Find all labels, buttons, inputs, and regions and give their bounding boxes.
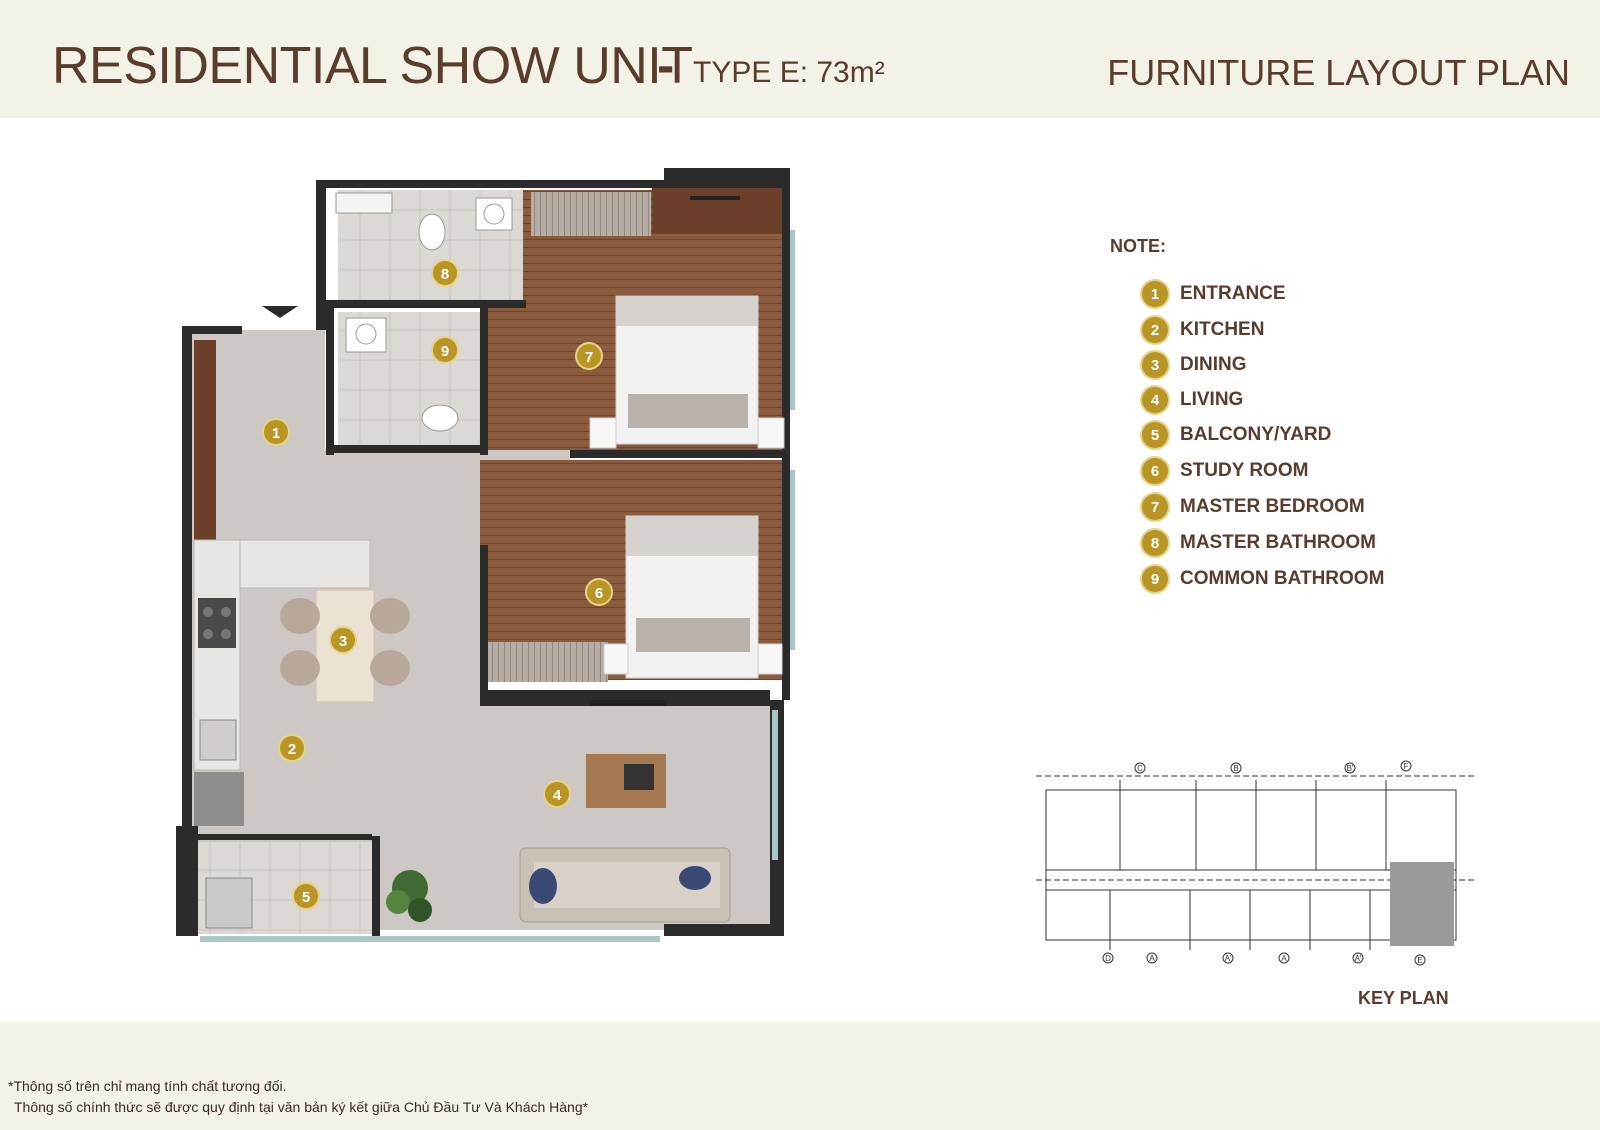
entrance-arrow-icon: [262, 306, 298, 318]
header-band: [0, 0, 1600, 118]
legend-badge: 1: [1142, 281, 1168, 307]
svg-text:5: 5: [302, 889, 310, 906]
room-badge-8: 8: [431, 259, 459, 287]
kitchen-counter: [193, 539, 371, 826]
legend-badge: 7: [1142, 494, 1168, 520]
key-plan-label: KEY PLAN: [1358, 988, 1449, 1008]
legend-badge: 3: [1142, 352, 1168, 378]
windows: [200, 230, 795, 942]
cooktop-icon: [198, 598, 236, 648]
legend-badge: 9: [1142, 566, 1168, 592]
fridge-icon: [194, 772, 244, 826]
room-badge-1: 1: [262, 418, 290, 446]
legend-label: MASTER BEDROOM: [1180, 496, 1365, 517]
toilet-icon: [421, 404, 459, 432]
key-plan-grid-top: C B B' F: [1134, 760, 1412, 774]
svg-text:E: E: [1417, 956, 1422, 965]
room-badge-5: 5: [292, 882, 320, 910]
legend-badge: 6: [1142, 458, 1168, 484]
sink-icon: [483, 203, 505, 225]
svg-text:8: 8: [441, 266, 449, 283]
legend-label: DINING: [1180, 354, 1247, 375]
svg-text:D: D: [1105, 954, 1111, 963]
svg-text:A': A': [1225, 954, 1232, 963]
svg-text:9: 9: [441, 343, 449, 360]
legend-item-kitchen: 2 KITCHEN: [1142, 316, 1264, 344]
svg-text:F: F: [1404, 762, 1409, 771]
page-title: RESIDENTIAL SHOW UNIT: [52, 37, 693, 95]
washing-machine-icon: [205, 877, 253, 929]
bathroom-fixtures: [335, 192, 513, 432]
living-furniture: [386, 700, 731, 923]
legend-item-entrance: 1 ENTRANCE: [1142, 280, 1286, 308]
tv-unit: [590, 700, 666, 706]
svg-text:C: C: [1137, 764, 1143, 773]
legend-item-dining: 3 DINING: [1142, 351, 1247, 379]
legend-label: KITCHEN: [1180, 319, 1265, 340]
title-separator: -: [657, 37, 675, 95]
legend-label: LIVING: [1180, 389, 1244, 410]
room-badge-9: 9: [431, 336, 459, 364]
svg-text:1: 1: [272, 425, 280, 442]
svg-text:3: 3: [339, 633, 347, 650]
legend-item-master-bedroom: 7 MASTER BEDROOM: [1142, 493, 1365, 521]
walls: [176, 168, 790, 936]
svg-text:6: 6: [595, 585, 603, 602]
room-badge-2: 2: [278, 734, 306, 762]
entrance-door-panel: [194, 340, 216, 540]
legend-label: STUDY ROOM: [1180, 460, 1309, 481]
svg-text:7: 7: [585, 349, 593, 366]
sink-icon: [199, 719, 237, 761]
legend-item-living: 4 LIVING: [1142, 386, 1243, 414]
key-plan: C B B' F D A A' A A' E: [1036, 760, 1476, 966]
legend-item-master-bathroom: 8 MASTER BATHROOM: [1142, 529, 1376, 557]
study-room-furniture: [488, 515, 783, 682]
plant-icon: [386, 870, 432, 922]
room-badge-6: 6: [585, 578, 613, 606]
svg-text:A: A: [1149, 954, 1155, 963]
svg-text:A: A: [1281, 954, 1287, 963]
svg-text:A': A': [1355, 954, 1362, 963]
legend-title: NOTE:: [1110, 236, 1166, 256]
toilet-icon: [418, 213, 446, 251]
legend-label: MASTER BATHROOM: [1180, 532, 1376, 553]
svg-text:2: 2: [288, 741, 296, 758]
legend-badge: 2: [1142, 317, 1168, 343]
room-badge-3: 3: [329, 626, 357, 654]
legend-badge: 4: [1142, 387, 1168, 413]
legend-item-study-room: 6 STUDY ROOM: [1142, 457, 1308, 485]
room-badge-4: 4: [543, 780, 571, 808]
room-badge-7: 7: [575, 342, 603, 370]
legend-label: BALCONY/YARD: [1180, 424, 1332, 445]
legend-badge: 8: [1142, 530, 1168, 556]
legend-item-common-bathroom: 9 COMMON BATHROOM: [1142, 565, 1384, 593]
legend-label: ENTRANCE: [1180, 283, 1286, 304]
legend-item-balcony: 5 BALCONY/YARD: [1142, 421, 1331, 449]
unit-type: TYPE E: 73m²: [693, 56, 885, 89]
plan-title: FURNITURE LAYOUT PLAN: [1107, 52, 1570, 93]
key-plan-highlight: [1390, 862, 1454, 946]
legend-label: COMMON BATHROOM: [1180, 568, 1385, 589]
master-bedroom-furniture: [531, 188, 785, 449]
key-plan-grid-bottom: D A A' A A' E: [1102, 952, 1426, 966]
disclaimer-line-1: *Thông số trên chỉ mang tính chất tương …: [8, 1078, 287, 1094]
footer-band: [0, 1022, 1600, 1130]
disclaimer-line-2: Thông số chính thức sẽ được quy định tại…: [14, 1099, 589, 1115]
svg-text:4: 4: [553, 787, 562, 804]
svg-text:B': B': [1347, 764, 1354, 773]
svg-text:B: B: [1233, 764, 1238, 773]
legend-badge: 5: [1142, 422, 1168, 448]
